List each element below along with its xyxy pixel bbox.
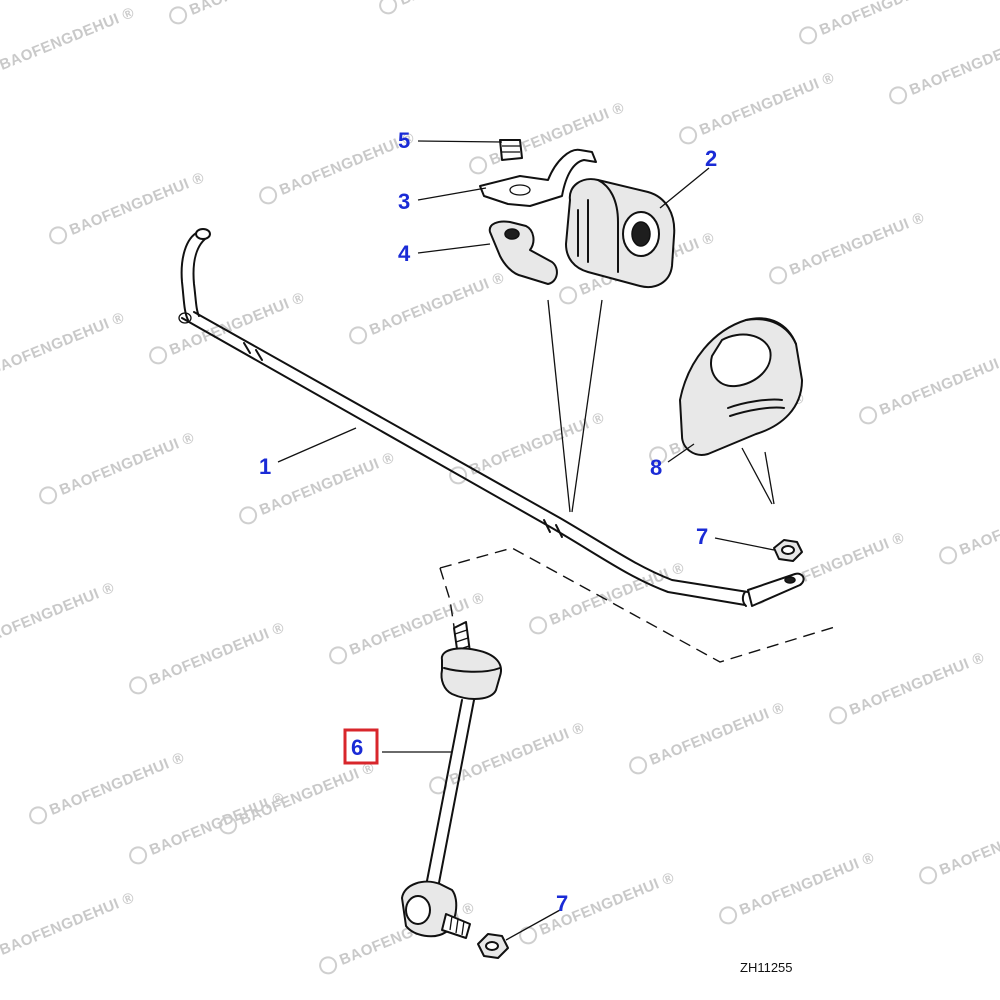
watermark-mark: BAOFENGDEHUI ® [939,489,1000,565]
watermark-text: BAOFENGDEHUI ® [957,489,1000,559]
drop-link [401,621,502,939]
callout-4[interactable]: 4 [398,241,411,266]
watermark-mark: BAOFENGDEHUI ® [219,759,377,835]
clamp-bracket [479,148,597,207]
watermark-text: BAOFENGDEHUI ® [397,0,537,9]
watermark-mark: BAOFENGDEHUI ® [0,579,117,649]
callout-1[interactable]: 1 [259,454,271,479]
callout-2[interactable]: 2 [705,146,717,171]
callout-3[interactable]: 3 [398,189,410,214]
dashed-outline-left [439,567,457,641]
watermark-mark: BAOFENGDEHUI ® [39,429,197,505]
watermark-mark: BAOFENGDEHUI ® [829,649,987,725]
watermark-mark: BAOFENGDEHUI ® [379,0,537,15]
watermark-mark: BAOFENGDEHUI ® [449,409,607,485]
watermark-mark: BAOFENGDEHUI ® [259,129,417,205]
watermark-text: BAOFENGDEHUI ® [147,789,287,859]
watermark-text: BAOFENGDEHUI ® [0,4,137,74]
watermark-text: BAOFENGDEHUI ® [697,69,837,139]
watermark-mark: BAOFENGDEHUI ® [129,789,287,865]
bushing [565,178,676,288]
watermark-text: BAOFENGDEHUI ® [937,809,1000,879]
clamp-cover [679,317,803,456]
watermark-mark: BAOFENGDEHUI ® [0,309,127,379]
nut-upper [773,539,803,562]
watermark-text: BAOFENGDEHUI ® [367,269,507,339]
watermark-text: BAOFENGDEHUI ® [0,309,127,379]
watermark-mark: BAOFENGDEHUI ® [29,749,187,825]
watermark-mark: BAOFENGDEHUI ® [889,29,1000,105]
watermark-mark: BAOFENGDEHUI ® [129,619,287,695]
watermark-text: BAOFENGDEHUI ® [787,209,927,279]
reference-code: ZH11255 [740,960,793,975]
callout-labels: 1 2 3 4 5 6 7 7 8 [259,128,717,916]
callout-8[interactable]: 8 [650,455,662,480]
watermark-text: BAOFENGDEHUI ® [237,759,377,829]
watermark-mark: BAOFENGDEHUI ® [0,889,137,959]
watermark-text: BAOFENGDEHUI ® [67,169,207,239]
callout-7-upper[interactable]: 7 [696,524,708,549]
callout-leaders [277,140,775,941]
callout-7-lower[interactable]: 7 [556,891,568,916]
stabilizer-bar [178,228,805,607]
watermark-text: BAOFENGDEHUI ® [0,579,117,649]
watermark-text: BAOFENGDEHUI ® [47,749,187,819]
watermark-mark: BAOFENGDEHUI ® [719,849,877,925]
nut-lower [477,933,509,959]
watermark-text: BAOFENGDEHUI ® [877,349,1000,419]
watermark-mark: BAOFENGDEHUI ® [769,209,927,285]
watermark-mark: BAOFENGDEHUI ® [519,869,677,945]
watermark-mark: BAOFENGDEHUI ® [629,699,787,775]
part-drawings [178,139,839,959]
callout-6-highlight [343,728,379,765]
watermark-text: BAOFENGDEHUI ® [817,0,957,39]
watermark-mark: BAOFENGDEHUI ® [919,809,1000,885]
watermark-text: BAOFENGDEHUI ® [277,129,417,199]
watermark-mark: BAOFENGDEHUI ® [349,269,507,345]
dashed-outline [439,547,839,663]
watermark-text: BAOFENGDEHUI ® [647,699,787,769]
watermark-text: BAOFENGDEHUI ® [907,29,1000,99]
leader-lines [547,299,775,513]
watermark-text: BAOFENGDEHUI ® [0,889,137,959]
watermark-text: BAOFENGDEHUI ® [57,429,197,499]
bolt [499,139,523,161]
watermark-mark: BAOFENGDEHUI ® [859,349,1000,425]
watermark-text: BAOFENGDEHUI ® [547,559,687,629]
watermark-mark: BAOFENGDEHUI ® [49,169,207,245]
callout-5[interactable]: 5 [398,128,410,153]
watermark-text: BAOFENGDEHUI ® [257,449,397,519]
watermark-mark: BAOFENGDEHUI ® [799,0,957,45]
watermark-text: BAOFENGDEHUI ® [467,409,607,479]
watermark-mark: BAOFENGDEHUI ® [529,559,687,635]
watermark-mark: BAOFENGDEHUI ® [169,0,327,25]
watermark-mark: BAOFENGDEHUI ® [679,69,837,145]
watermark-text: BAOFENGDEHUI ® [147,619,287,689]
watermark-mark: BAOFENGDEHUI ® [469,99,627,175]
watermark-text: BAOFENGDEHUI ® [187,0,327,19]
callout-6[interactable]: 6 [351,735,363,760]
watermark-text: BAOFENGDEHUI ® [847,649,987,719]
watermark-mark: BAOFENGDEHUI ® [0,4,137,74]
watermark-mark: BAOFENGDEHUI ® [149,289,307,365]
watermark-text: BAOFENGDEHUI ® [737,849,877,919]
bracket-tab [488,220,558,285]
